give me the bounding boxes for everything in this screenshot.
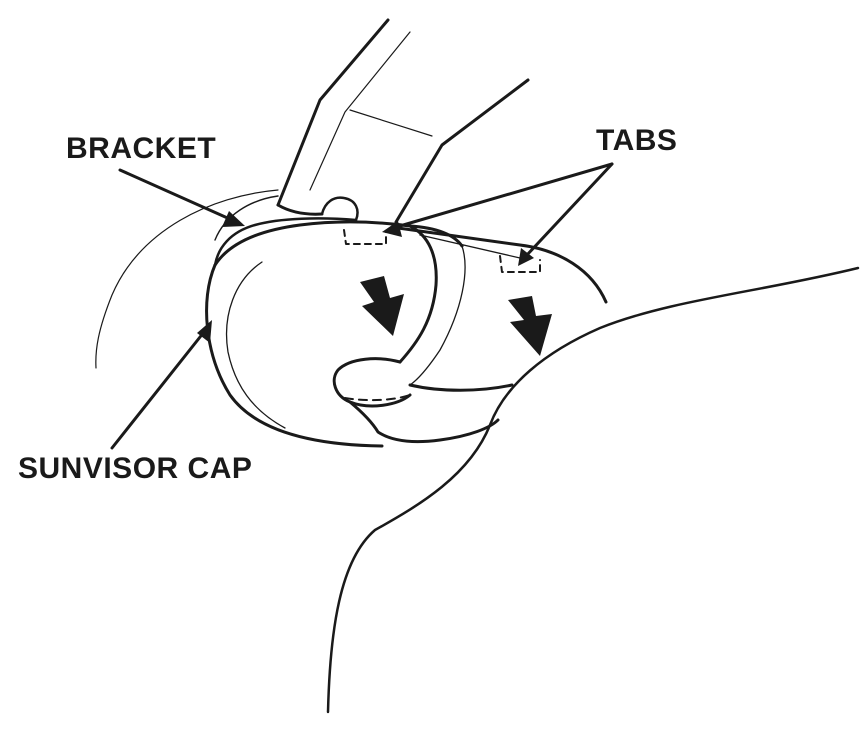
tabs-leader-line-left [391, 162, 614, 230]
tab-left-hidden [343, 229, 387, 245]
sunvisor-cap-leader-line [110, 330, 206, 450]
cap-hook-dashed [344, 394, 411, 402]
background-outline [95, 189, 279, 369]
bracket-knob [320, 196, 359, 222]
headliner-edge [326, 266, 860, 714]
tabs-leader-line-right [524, 162, 614, 258]
sunvisor-cap-inner [225, 261, 286, 429]
cap-hook-bottom [348, 400, 500, 444]
tabs-label: TABS [596, 124, 678, 157]
cap-hook [332, 357, 412, 408]
removal-arrow-right [508, 296, 552, 356]
sunvisor-arm-2 [394, 78, 530, 224]
sunvisor-arm [276, 203, 324, 216]
sunvisor-arm-highlight [349, 109, 433, 137]
sunvisor-arm-highlight [309, 31, 411, 191]
tabs-leader-arrowhead-right [518, 248, 534, 266]
bracket [213, 217, 358, 267]
bracket-leader-line [118, 168, 234, 222]
bracket-leader-arrowhead [222, 211, 245, 227]
tab-right-hidden [499, 255, 541, 273]
sunvisor-cap-leader-arrowhead [197, 320, 212, 343]
cap-right-top-inner [419, 234, 521, 259]
sunvisor-cap-top [213, 220, 464, 267]
sunvisor-cap [205, 263, 384, 448]
cap-hook-body [408, 383, 514, 392]
cap-groove [398, 224, 438, 364]
cap-groove-inner [409, 245, 466, 386]
bracket-label: BRACKET [66, 132, 217, 165]
sunvisor-arm [276, 18, 390, 207]
tabs-leader-arrowhead-left [382, 221, 402, 237]
sunvisor-cap-label: SUNVISOR CAP [18, 452, 253, 485]
removal-arrow-left [360, 276, 404, 336]
bracket-edge [214, 195, 279, 241]
cap-right-top [396, 226, 608, 304]
